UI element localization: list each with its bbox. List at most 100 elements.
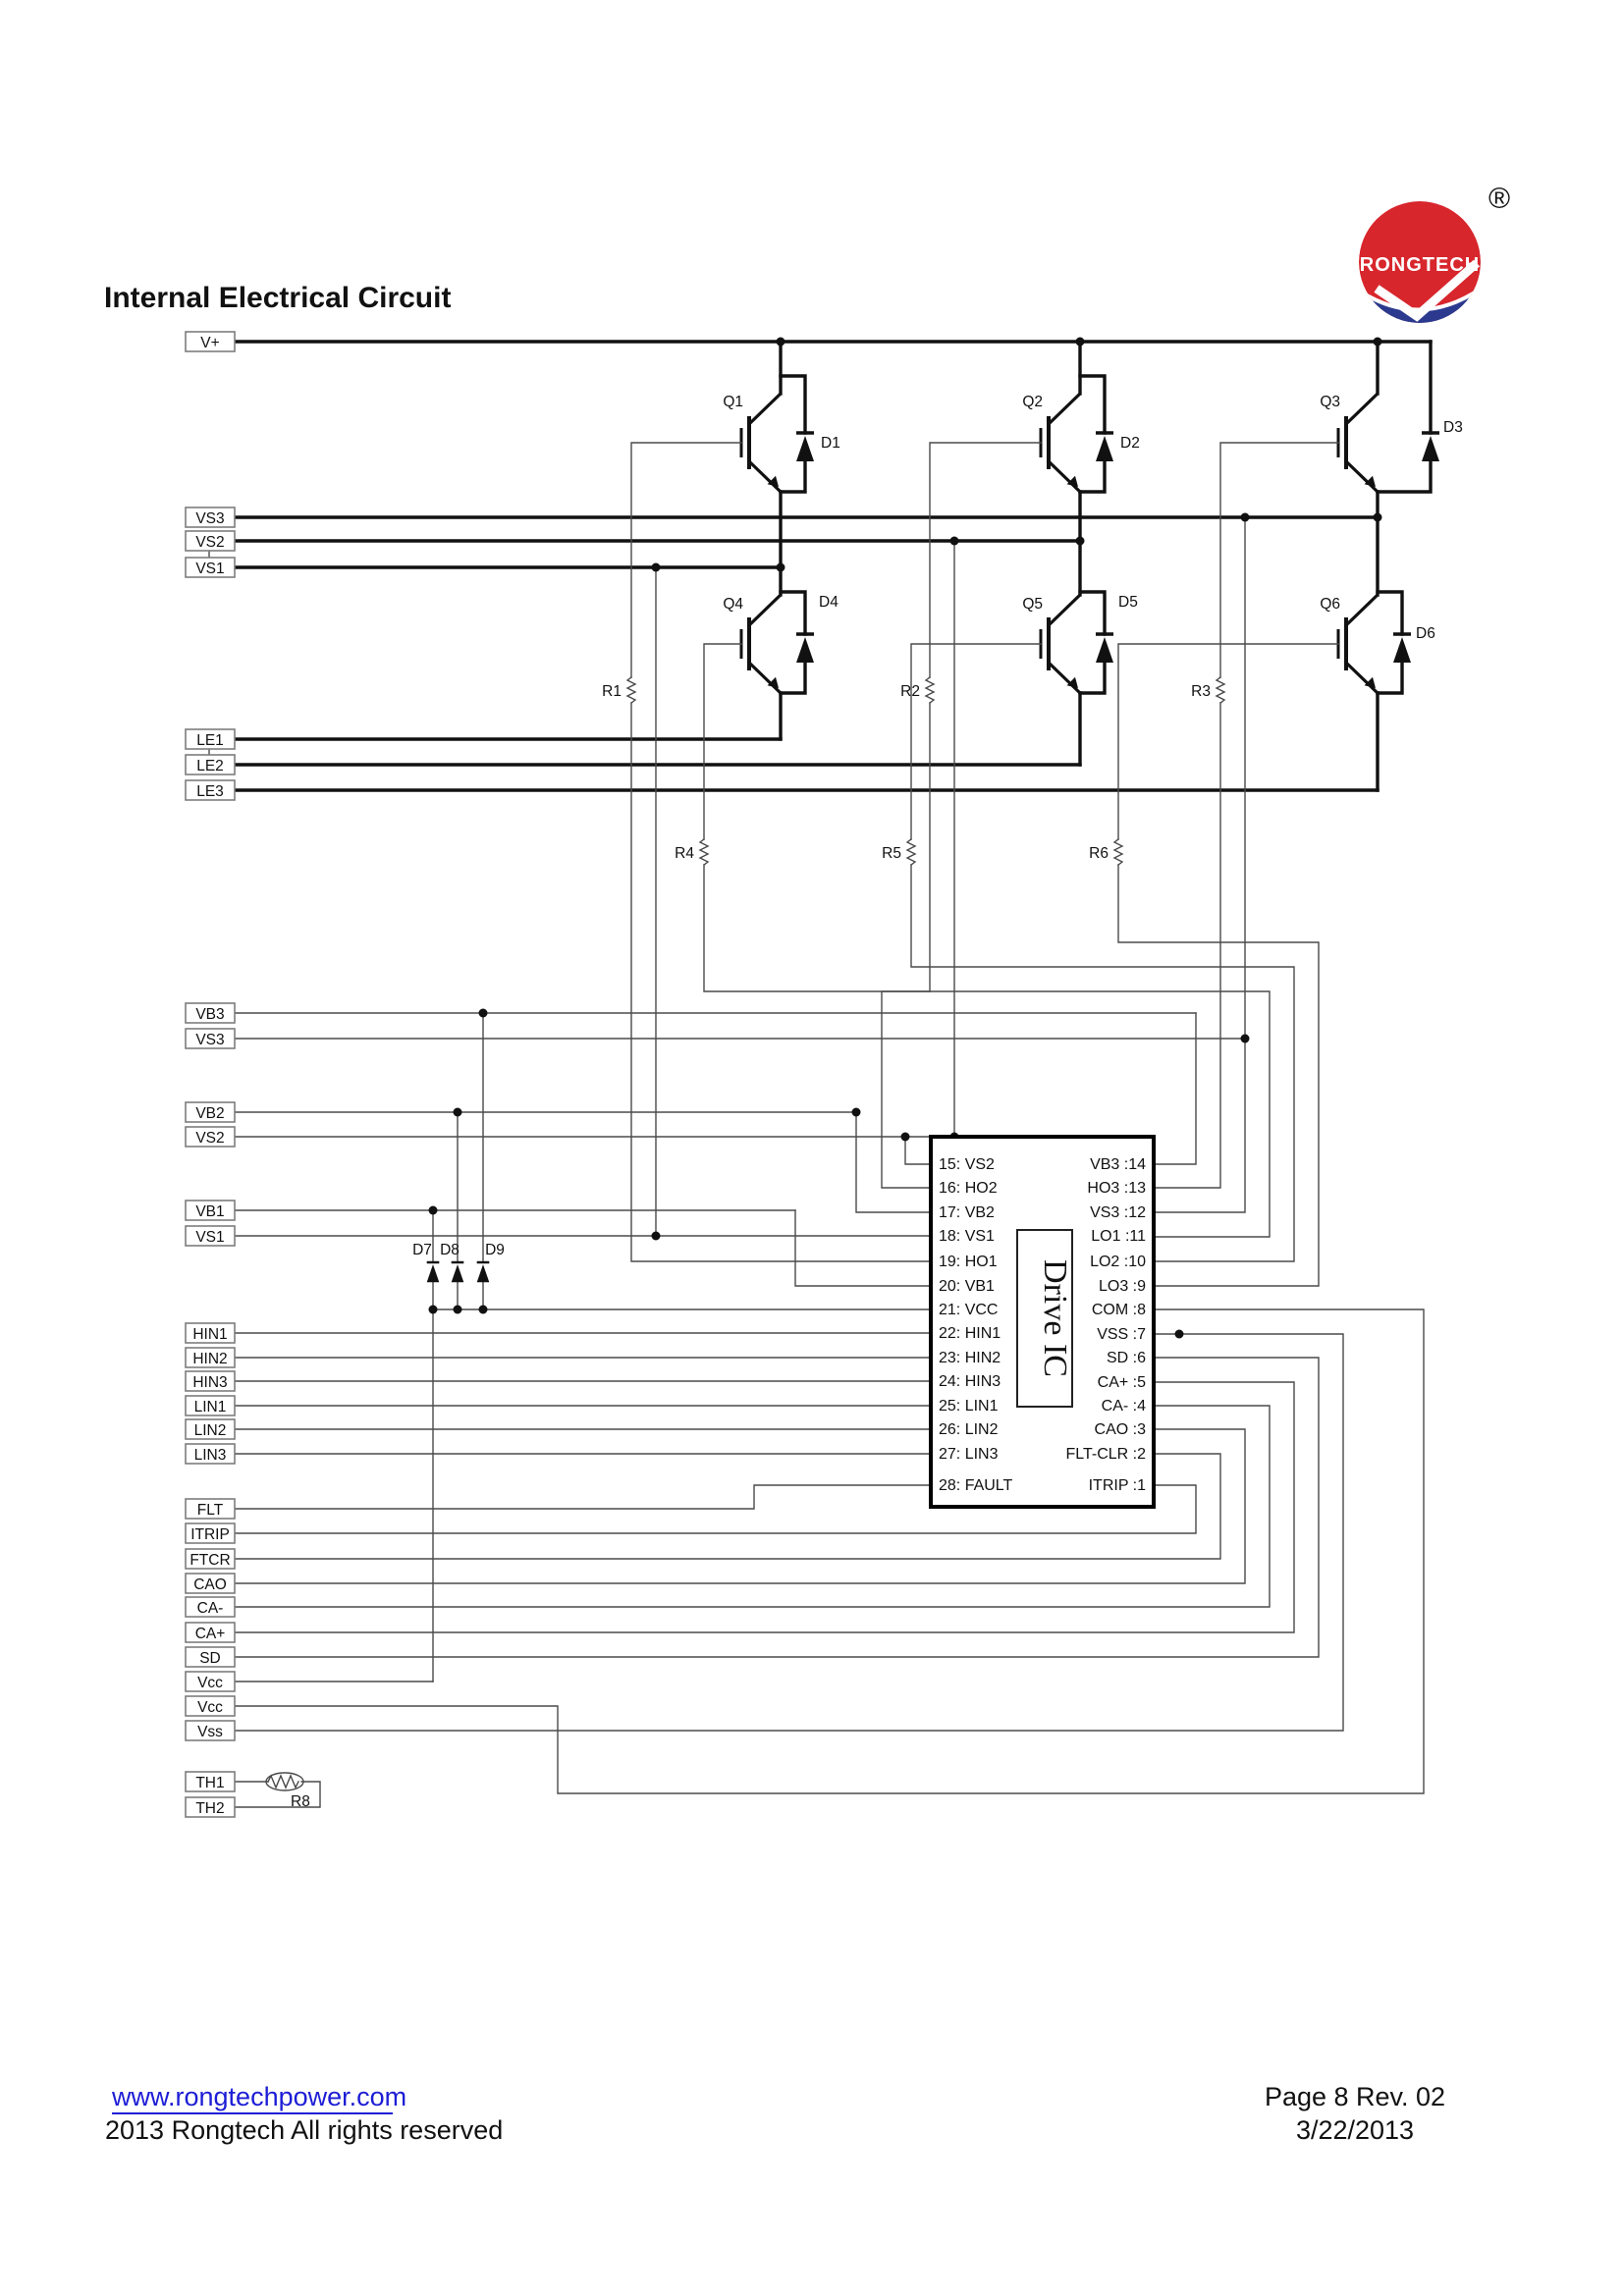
svg-text:VS2: VS2 — [195, 534, 224, 551]
svg-text:VS3: VS3 — [195, 510, 224, 527]
transistor-q2 — [1039, 392, 1082, 494]
footer: www.rongtechpower.com 2013 Rongtech All … — [105, 2082, 1445, 2145]
svg-text:CAO: CAO — [193, 1576, 227, 1593]
label-d8: D8 — [440, 1242, 460, 1258]
svg-text:VS1: VS1 — [195, 1229, 224, 1246]
label-d2: D2 — [1120, 435, 1140, 452]
terminal-itrip: ITRIP — [185, 1522, 236, 1544]
diode-d8 — [450, 1260, 465, 1284]
svg-text:VS1: VS1 — [195, 561, 224, 577]
terminal-vcc-b: Vcc — [185, 1695, 236, 1717]
diode-d2 — [1094, 431, 1115, 463]
svg-text:Vcc: Vcc — [197, 1675, 223, 1691]
terminal-cao: CAO — [185, 1573, 236, 1594]
diode-d1 — [794, 431, 816, 463]
label-r6: R6 — [1089, 845, 1109, 862]
svg-text:CA+: CA+ — [195, 1626, 226, 1642]
ic-pin-23: 23: HIN2 — [939, 1350, 1001, 1366]
terminal-le1: LE1 — [185, 728, 236, 750]
svg-text:VB3: VB3 — [195, 1006, 224, 1023]
terminal-th2: TH2 — [185, 1796, 236, 1818]
diode-d6 — [1391, 632, 1413, 665]
terminal-vs3-mid: VS3 — [185, 1028, 236, 1049]
terminal-vcc-a: Vcc — [185, 1671, 236, 1692]
svg-text:VB1: VB1 — [195, 1203, 224, 1220]
svg-text:LIN1: LIN1 — [194, 1399, 227, 1415]
ic-pin-16: 16: HO2 — [939, 1180, 998, 1197]
label-r8: R8 — [291, 1793, 310, 1810]
terminal-lin1: LIN1 — [185, 1395, 236, 1416]
label-d4: D4 — [819, 594, 839, 611]
terminal-lin3: LIN3 — [185, 1443, 236, 1465]
ic-pin-15: 15: VS2 — [939, 1156, 995, 1173]
terminal-vb3: VB3 — [185, 1002, 236, 1024]
terminal-ca-plus: CA+ — [185, 1622, 236, 1643]
drive-ic-name: Drive IC — [1037, 1259, 1073, 1377]
svg-text:LE3: LE3 — [196, 783, 224, 800]
svg-text:Vss: Vss — [197, 1724, 223, 1740]
svg-text:LE1: LE1 — [196, 732, 224, 749]
diode-d7 — [425, 1260, 441, 1284]
svg-text:VB2: VB2 — [195, 1105, 224, 1122]
label-r2: R2 — [900, 683, 920, 700]
ic-pin-4: CA- :4 — [1102, 1398, 1146, 1415]
drive-ic: Drive IC 15: VS2 16: HO2 17: VB2 18: VS1… — [929, 1135, 1156, 1509]
ic-pin-19: 19: HO1 — [939, 1254, 998, 1270]
svg-text:FTCR: FTCR — [189, 1552, 230, 1569]
resistor-r8-zigzag — [267, 1774, 299, 1789]
terminal-le3: LE3 — [185, 779, 236, 801]
page-title: Internal Electrical Circuit — [104, 282, 451, 314]
label-d1: D1 — [821, 435, 840, 452]
svg-text:HIN3: HIN3 — [192, 1374, 227, 1391]
drive-ic-inner-box — [1016, 1229, 1073, 1408]
label-q2: Q2 — [1022, 394, 1043, 410]
svg-text:HIN2: HIN2 — [192, 1351, 227, 1367]
terminal-vb1: VB1 — [185, 1200, 236, 1221]
label-d5: D5 — [1118, 594, 1138, 611]
junction-dots — [428, 337, 1382, 1339]
svg-text:www.rongtechpower.com: www.rongtechpower.com — [111, 2082, 406, 2111]
terminal-ca-minus: CA- — [185, 1596, 236, 1618]
svg-text:Vcc: Vcc — [197, 1699, 223, 1716]
diode-d5 — [1094, 632, 1115, 665]
rongtech-logo: RONGTECH ® — [1359, 183, 1510, 323]
website-link[interactable]: www.rongtechpower.com — [111, 2082, 406, 2114]
transistor-q6 — [1336, 593, 1380, 695]
registered-trademark-icon: ® — [1488, 183, 1510, 215]
svg-text:LIN3: LIN3 — [194, 1447, 227, 1464]
svg-text:ITRIP: ITRIP — [190, 1526, 230, 1543]
label-d9: D9 — [485, 1242, 505, 1258]
ic-pin-3: CAO :3 — [1095, 1421, 1147, 1438]
signal-wires — [208, 442, 1425, 1808]
terminal-lin2: LIN2 — [185, 1418, 236, 1440]
transistor-q5 — [1039, 593, 1082, 695]
svg-text:LIN2: LIN2 — [194, 1422, 227, 1439]
logo-brand-text: RONGTECH — [1360, 254, 1480, 276]
ic-pin-25: 25: LIN1 — [939, 1398, 999, 1415]
svg-text:TH1: TH1 — [195, 1775, 224, 1791]
terminal-vs2-mid: VS2 — [185, 1126, 236, 1148]
terminal-hin1: HIN1 — [185, 1322, 236, 1344]
terminal-le2: LE2 — [185, 754, 236, 775]
ic-pin-6: SD :6 — [1107, 1350, 1146, 1366]
component-labels: Q1 Q2 Q3 D1 D2 D3 Q4 Q5 Q6 D4 D5 D6 R1 R… — [291, 394, 1463, 1810]
transistor-q1 — [739, 392, 783, 494]
diode-d9 — [475, 1260, 491, 1284]
svg-text:SD: SD — [199, 1650, 221, 1667]
ic-pin-7: VSS :7 — [1097, 1326, 1146, 1343]
drive-ic-left-pins: 15: VS2 16: HO2 17: VB2 18: VS1 19: HO1 … — [939, 1156, 1013, 1494]
terminal-th1: TH1 — [185, 1771, 236, 1792]
label-q1: Q1 — [723, 394, 743, 410]
logo-check-mark — [1374, 259, 1480, 322]
ic-pin-27: 27: LIN3 — [939, 1446, 999, 1463]
ic-pin-22: 22: HIN1 — [939, 1325, 1001, 1342]
label-r5: R5 — [882, 845, 901, 862]
label-r1: R1 — [602, 683, 622, 700]
label-d7: D7 — [412, 1242, 432, 1258]
terminal-flt: FLT — [185, 1498, 236, 1520]
ic-pin-8: COM :8 — [1092, 1302, 1146, 1318]
ic-pin-1: ITRIP :1 — [1089, 1477, 1146, 1494]
ic-pin-12: VS3 :12 — [1090, 1204, 1146, 1221]
ic-pin-24: 24: HIN3 — [939, 1373, 1001, 1390]
